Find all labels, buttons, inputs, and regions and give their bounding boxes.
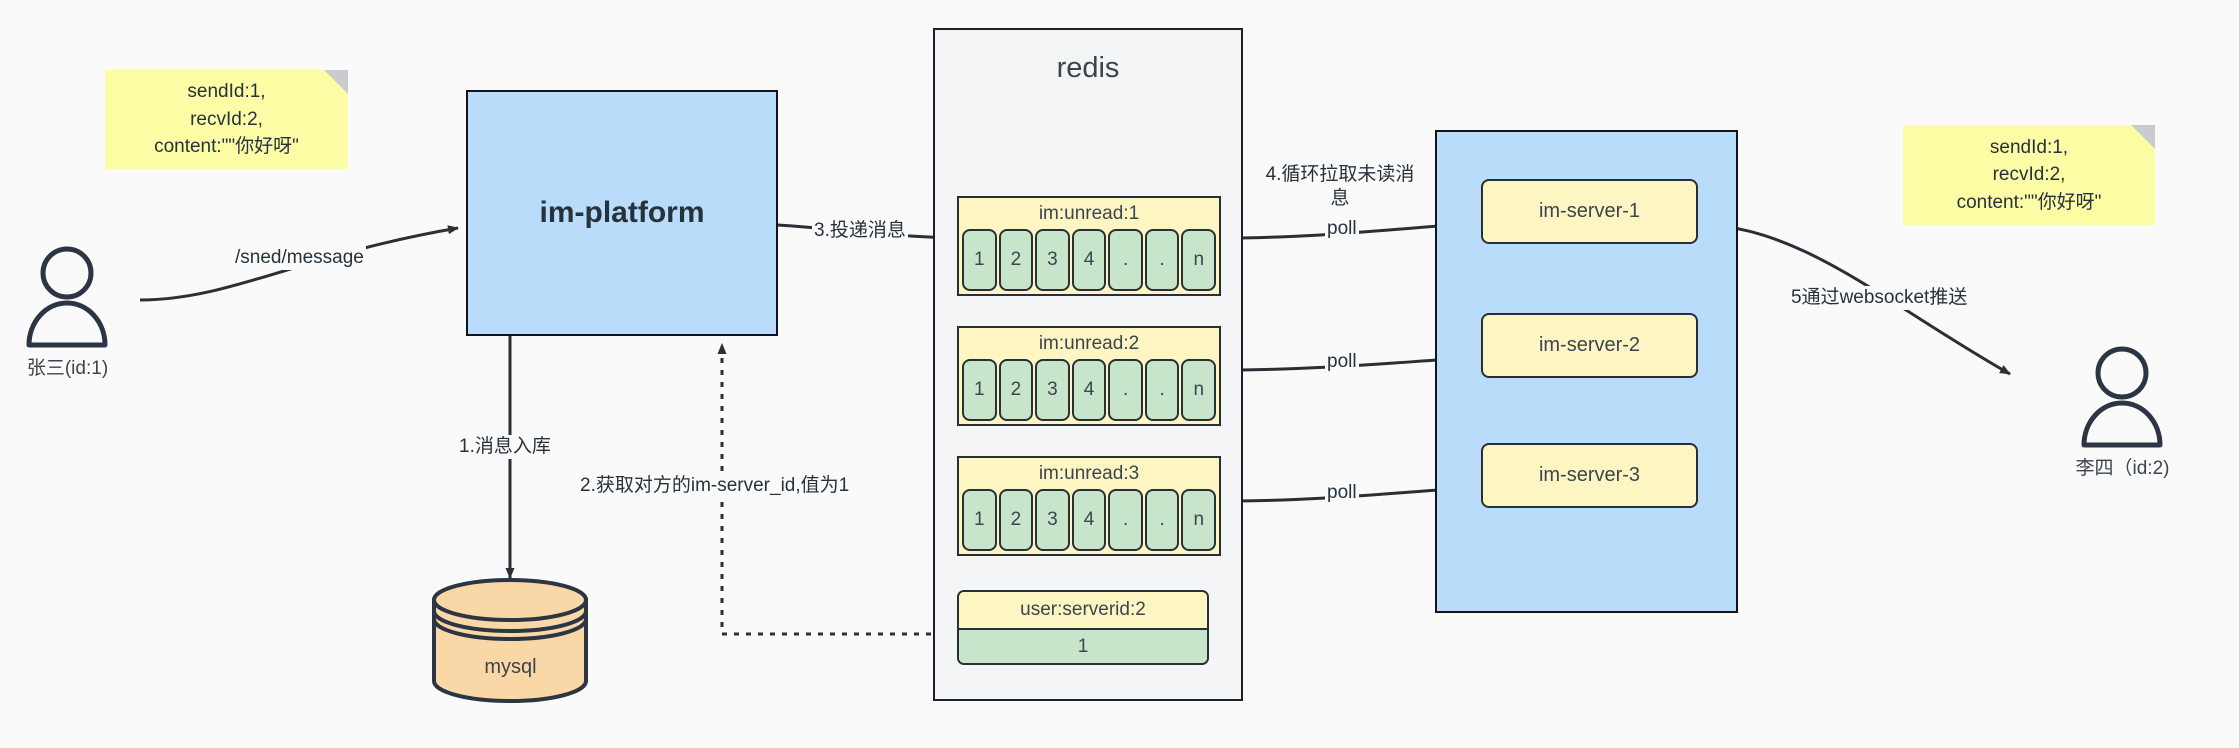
redis-kv-value: 1 — [959, 630, 1207, 663]
redis-kv-user-serverid[interactable]: user:serverid:2 1 — [957, 590, 1209, 665]
im-server-1-box[interactable]: im-server-1 — [1481, 179, 1698, 244]
person-icon — [2081, 346, 2163, 448]
edge-label-step5: 5通过websocket推送 — [1789, 286, 1970, 310]
redis-list-2-cells: 1 2 3 4 . . n — [961, 359, 1217, 421]
list-cell: n — [1181, 229, 1217, 291]
list-cell: 3 — [1035, 229, 1070, 291]
edge-label-poll-1: poll — [1325, 217, 1359, 241]
list-cell: n — [1181, 489, 1217, 551]
redis-list-2-key: im:unread:2 — [1038, 333, 1140, 354]
note-receiver-payload: sendId:1, recvId:2, content:""你好呀" — [1903, 125, 2155, 225]
list-cell: 4 — [1071, 229, 1107, 291]
im-server-cluster: im-server-1 im-server-2 im-server-3 — [1435, 130, 1738, 613]
list-cell: 4 — [1071, 359, 1107, 421]
redis-list-1-cells: 1 2 3 4 . . n — [961, 229, 1217, 291]
actor-receiver: 李四（id:2) — [2076, 345, 2169, 479]
list-cell: . — [1144, 229, 1180, 291]
list-cell: . — [1144, 359, 1180, 421]
im-server-2-box[interactable]: im-server-2 — [1481, 313, 1698, 378]
mysql-database[interactable]: mysql — [428, 578, 593, 703]
list-cell: 1 — [962, 359, 997, 421]
list-cell: 1 — [962, 489, 997, 551]
database-cylinder-icon — [432, 578, 588, 703]
list-cell: . — [1108, 229, 1143, 291]
edge-label-step4: 4.循环拉取未读消 息 — [1258, 163, 1422, 211]
redis-list-im-unread-1[interactable]: im:unread:1 1 2 3 4 . . n — [957, 196, 1221, 296]
im-server-2-label: im-server-2 — [1538, 334, 1641, 356]
edge-label-poll-2: poll — [1325, 350, 1359, 374]
redis-list-3-cells: 1 2 3 4 . . n — [961, 489, 1217, 551]
list-cell: 4 — [1071, 489, 1107, 551]
person-icon — [26, 246, 108, 348]
actor-sender-caption: 张三(id:1) — [26, 358, 109, 379]
list-cell: n — [1181, 359, 1217, 421]
redis-list-1-key: im:unread:1 — [1038, 203, 1140, 224]
list-cell: . — [1108, 489, 1143, 551]
edge-label-step3: 3.投递消息 — [812, 219, 908, 243]
mysql-label: mysql — [484, 656, 537, 678]
edge-label-step1: 1.消息入库 — [457, 435, 553, 459]
im-platform-box[interactable]: im-platform — [466, 90, 778, 336]
actor-receiver-caption: 李四（id:2) — [2075, 458, 2170, 479]
list-cell: 3 — [1035, 489, 1070, 551]
list-cell: 2 — [998, 359, 1034, 421]
im-server-3-box[interactable]: im-server-3 — [1481, 443, 1698, 508]
note-sender-payload: sendId:1, recvId:2, content:""你好呀" — [105, 70, 348, 169]
edge-label-step2: 2.获取对方的im-server_id,值为1 — [578, 474, 852, 498]
redis-list-3-key: im:unread:3 — [1038, 463, 1140, 484]
list-cell: 3 — [1035, 359, 1070, 421]
note-fold-icon — [2131, 125, 2155, 149]
actor-sender: 张三(id:1) — [25, 245, 110, 379]
edge-label-poll-3: poll — [1325, 481, 1359, 505]
redis-container: redis im:unread:1 1 2 3 4 . . n im:unrea… — [933, 28, 1243, 701]
im-server-3-label: im-server-3 — [1538, 464, 1641, 486]
list-cell: 2 — [998, 489, 1034, 551]
redis-title: redis — [1056, 52, 1120, 84]
redis-kv-key: user:serverid:2 — [959, 592, 1207, 630]
im-platform-label: im-platform — [539, 196, 705, 229]
note-receiver-text: sendId:1, recvId:2, content:""你好呀" — [1956, 136, 2102, 213]
list-cell: . — [1108, 359, 1143, 421]
redis-list-im-unread-2[interactable]: im:unread:2 1 2 3 4 . . n — [957, 326, 1221, 426]
redis-list-im-unread-3[interactable]: im:unread:3 1 2 3 4 . . n — [957, 456, 1221, 556]
list-cell: 2 — [998, 229, 1034, 291]
list-cell: 1 — [962, 229, 997, 291]
edge-label-send-message: /sned/message — [233, 246, 366, 270]
note-sender-text: sendId:1, recvId:2, content:""你好呀" — [154, 81, 299, 158]
list-cell: . — [1144, 489, 1180, 551]
im-server-1-label: im-server-1 — [1538, 200, 1641, 222]
note-fold-icon — [324, 70, 348, 94]
